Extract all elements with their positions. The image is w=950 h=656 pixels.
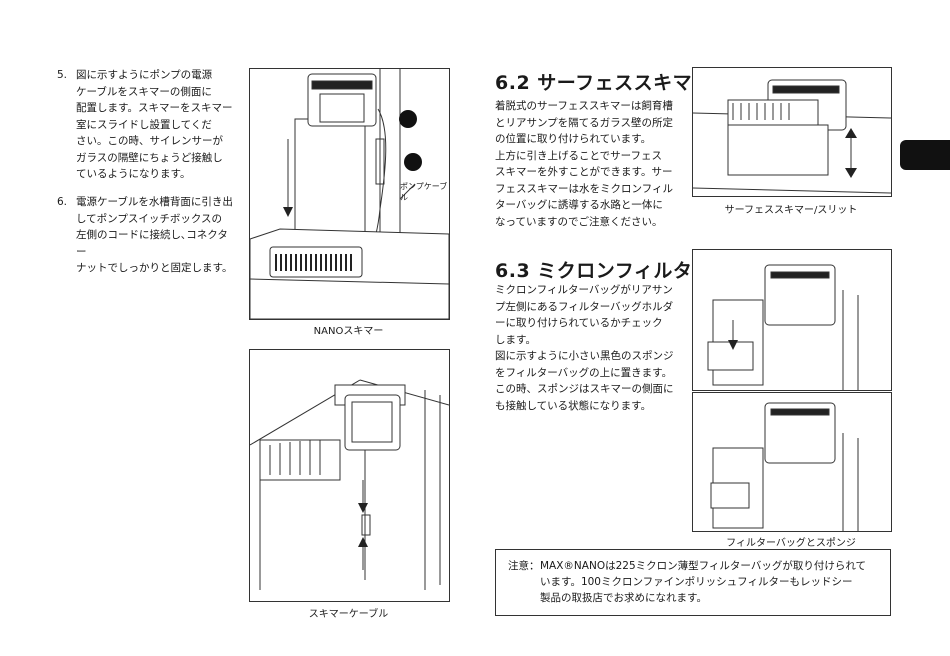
figure-caption: サーフェススキマー/スリット — [724, 205, 858, 216]
figure-surface-skimmer — [692, 67, 892, 197]
skimmer-illustration — [250, 69, 449, 319]
figure-filter-bag-2 — [692, 392, 892, 532]
step-text: 電源ケーブルを水槽背面に引き出 してポンプスイッチボックスの 左側のコードに接続… — [76, 196, 233, 274]
figure-caption: NANOスキマー — [313, 326, 384, 337]
step-text: 図に示すようにポンプの電源 ケーブルをスキマーの側面に 配置します。スキマーをス… — [76, 69, 233, 180]
filter-bag-illustration — [707, 264, 859, 390]
step-number: 6. — [57, 196, 68, 208]
pump-cable-label: ポンプケーブル — [400, 182, 448, 202]
section-heading-micron-filter: 6.3 ミクロンフィルター — [495, 260, 712, 282]
figure-skimmer-cable — [249, 349, 450, 602]
section-body: 着脱式のサーフェススキマーは飼育槽 とリアサンプを隔てるガラス壁の所定 の位置に… — [495, 100, 673, 228]
step-5: 5. 図に示すようにポンプの電源 ケーブルをスキマーの側面に 配置します。スキマ… — [57, 67, 242, 187]
figure-caption: フィルターバッグとスポンジ — [726, 538, 856, 549]
step-6: 6. 電源ケーブルを水槽背面に引き出 してポンプスイッチボックスの 左側のコード… — [57, 194, 242, 274]
figure-caption: スキマーケーブル — [308, 609, 389, 620]
section-body: ミクロンフィルターバッグがリアサン プ左側にあるフィルターバッグホルダ ーに取り… — [495, 284, 674, 412]
step-number: 5. — [57, 69, 68, 81]
sponge-illustration — [710, 402, 859, 531]
surface-skimmer-illustration — [693, 79, 891, 194]
figure-filter-bag-1 — [692, 249, 892, 391]
chapter-tab — [900, 140, 950, 170]
notice-label: 注意： — [508, 560, 540, 572]
section-heading-surface-skimmer: 6.2 サーフェススキマー — [495, 72, 712, 94]
cable-illustration — [250, 379, 449, 590]
notice-text: MAX®NANOは225ミクロン薄型フィルターバッグが取り付けられて います。1… — [540, 560, 867, 604]
notice-box: 注意： MAX®NANOは225ミクロン薄型フィルターバッグが取り付けられて い… — [495, 549, 891, 616]
figure-nano-skimmer: ポンプケーブル — [249, 68, 450, 320]
